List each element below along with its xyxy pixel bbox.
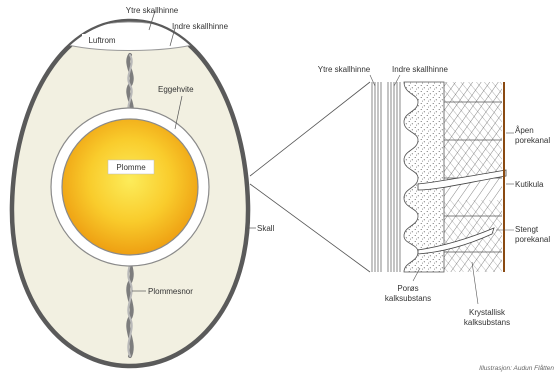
label-plomme: Plomme <box>116 163 146 172</box>
yolk <box>62 119 198 255</box>
label-apen-2: porekanal <box>515 136 550 145</box>
label-krystallisk-2: kalksubstans <box>464 318 510 327</box>
label-krystallisk-1: Krystallisk <box>469 308 506 317</box>
label-indre-skallhinne-detail: Indre skallhinne <box>392 65 449 74</box>
label-skall: Skall <box>257 224 275 233</box>
illustration-credit: Illustrasjon: Audun Flåtten <box>479 364 554 372</box>
label-stengt-1: Stengt <box>515 225 539 234</box>
label-plommesnor: Plommesnor <box>148 287 193 296</box>
label-kutikula: Kutikula <box>515 180 544 189</box>
shell-cross-section <box>372 82 506 272</box>
label-luftrom: Luftrom <box>88 36 115 45</box>
label-apen-1: Åpen <box>515 126 534 135</box>
label-eggehvite: Eggehvite <box>158 85 194 94</box>
label-poros-1: Porøs <box>397 284 418 293</box>
label-stengt-2: porekanal <box>515 235 550 244</box>
label-indre-skallhinne-egg: Indre skallhinne <box>172 22 229 31</box>
label-poros-2: kalksubstans <box>385 294 431 303</box>
label-ytre-skallhinne-detail: Ytre skallhinne <box>318 65 371 74</box>
label-ytre-skallhinne-egg: Ytre skallhinne <box>126 6 179 15</box>
zoom-line-top <box>250 82 370 176</box>
